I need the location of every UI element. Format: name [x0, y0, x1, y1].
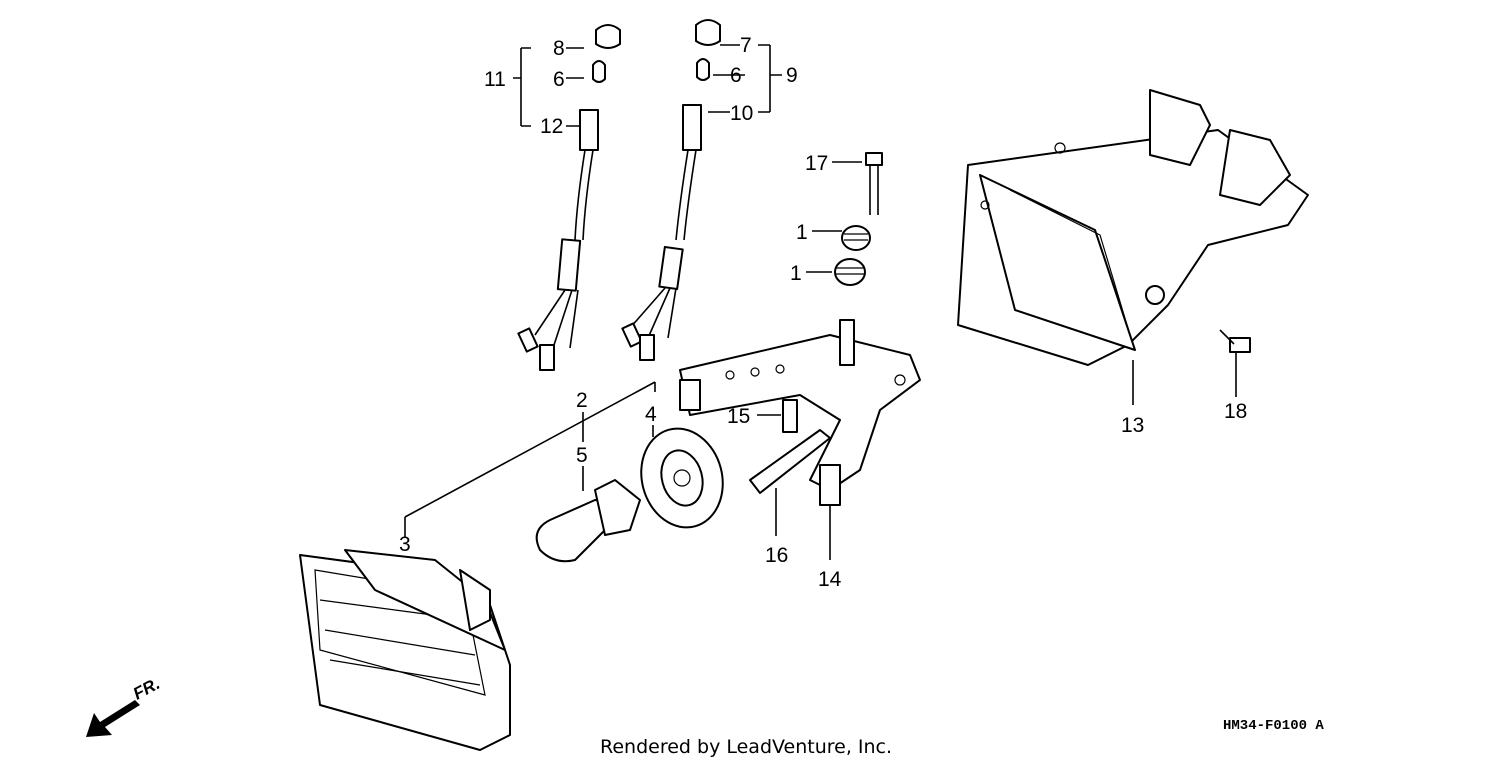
diagram-code: HM34-F0100 A: [1223, 718, 1324, 734]
render-credit: Rendered by LeadVenture, Inc.: [600, 736, 892, 758]
collar-15: [782, 399, 798, 433]
callout-13: 13: [1121, 414, 1144, 437]
arrow-down-left-icon: [86, 700, 140, 737]
socket-left: [579, 109, 599, 151]
callout-3: 3: [399, 533, 411, 556]
clip-16: [749, 429, 831, 494]
leader-lines: [404, 44, 1237, 560]
dust-cap-left: [595, 24, 621, 49]
dust-cap-right: [695, 19, 721, 46]
callout-16: 16: [765, 544, 788, 567]
callout-1-lower: 1: [790, 262, 802, 285]
front-label: FR.: [130, 674, 163, 704]
socket-right: [682, 104, 702, 151]
callout-1-upper: 1: [796, 221, 808, 244]
callout-2: 2: [576, 389, 588, 412]
callout-12: 12: [540, 115, 563, 138]
headlight-bracket: [679, 319, 921, 506]
callout-10: 10: [730, 102, 753, 125]
callout-7: 7: [740, 34, 752, 57]
aim-bolt-and-springs: [834, 152, 883, 286]
callout-11: 11: [484, 68, 506, 91]
callout-15: 15: [727, 405, 750, 428]
bulb-small-right: [696, 58, 710, 81]
screw-18: [1219, 329, 1251, 353]
callout-17: 17: [805, 152, 828, 175]
bulb-holder-ring: [640, 427, 724, 529]
callout-6-left: 6: [553, 68, 565, 91]
nut-14: [819, 464, 841, 506]
socket-assembly-left: [517, 24, 621, 371]
headlight-unit: [299, 549, 511, 751]
bulb-h4: [535, 479, 641, 563]
callout-6-right: 6: [730, 64, 742, 87]
callout-14: 14: [818, 568, 842, 591]
front-direction-marker: FR.: [86, 674, 163, 737]
callout-18: 18: [1224, 400, 1247, 423]
bulb-small-left: [592, 60, 606, 83]
callout-5: 5: [576, 444, 588, 467]
callout-9: 9: [786, 64, 798, 87]
socket-assembly-right: [621, 19, 721, 361]
callout-8: 8: [553, 37, 565, 60]
headlight-case: [957, 89, 1309, 366]
callout-4: 4: [645, 403, 657, 426]
